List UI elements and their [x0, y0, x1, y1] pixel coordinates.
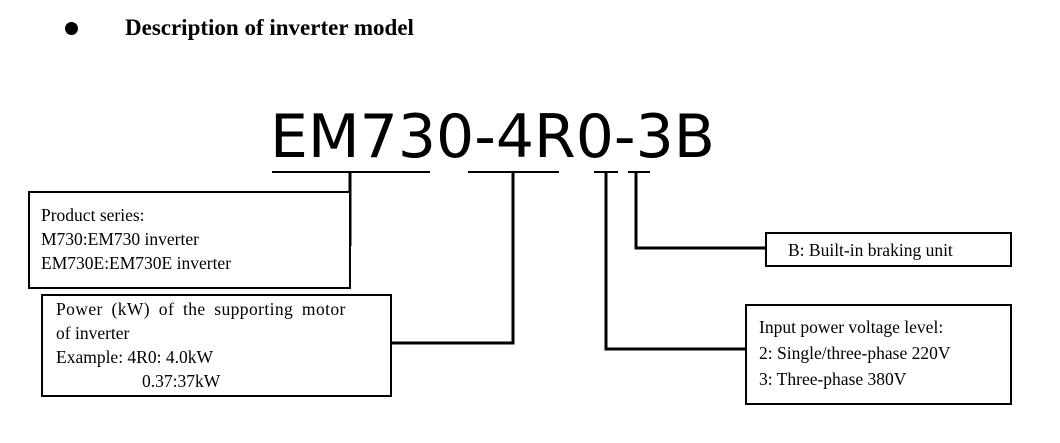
leader-brake: [634, 172, 765, 250]
model-code: EM730-4R0-3B: [270, 102, 715, 172]
series-line-2: M730:EM730 inverter: [41, 229, 199, 249]
heading-text: Description of inverter model: [125, 15, 414, 40]
model-part-voltage: 3: [635, 102, 674, 172]
brake-line-1: B: Built-in braking unit: [788, 240, 953, 260]
voltage-line-2: 2: Single/three-phase 220V: [759, 343, 951, 363]
model-dash-2: -: [613, 102, 636, 172]
voltage-line-1: Input power voltage level:: [759, 317, 944, 337]
power-line-2: of inverter: [56, 323, 130, 343]
power-rating-box: Power (kW) of the supporting motor of in…: [41, 294, 392, 397]
model-part-power: 4R0: [495, 102, 614, 172]
model-part-series: EM730: [270, 102, 475, 172]
series-line-3: EM730E:EM730E inverter: [41, 253, 232, 273]
bullet-icon: [65, 21, 78, 35]
voltage-line-3: 3: Three-phase 380V: [759, 369, 907, 389]
series-line-1: Product series:: [41, 205, 145, 225]
section-heading: Description of inverter model: [58, 10, 414, 46]
voltage-level-box: Input power voltage level: 2: Single/thr…: [745, 304, 1012, 405]
power-line-4: 0.37:37kW: [142, 371, 221, 391]
leader-voltage: [604, 172, 745, 351]
model-part-brake: B: [673, 102, 715, 172]
power-line-3: Example: 4R0: 4.0kW: [56, 347, 213, 367]
product-series-box: Product series: M730:EM730 inverter EM73…: [28, 191, 351, 289]
model-dash-1: -: [474, 102, 496, 172]
leader-power: [392, 172, 515, 345]
braking-unit-box: B: Built-in braking unit: [765, 232, 1012, 267]
power-line-1: Power (kW) of the supporting motor: [56, 299, 346, 319]
